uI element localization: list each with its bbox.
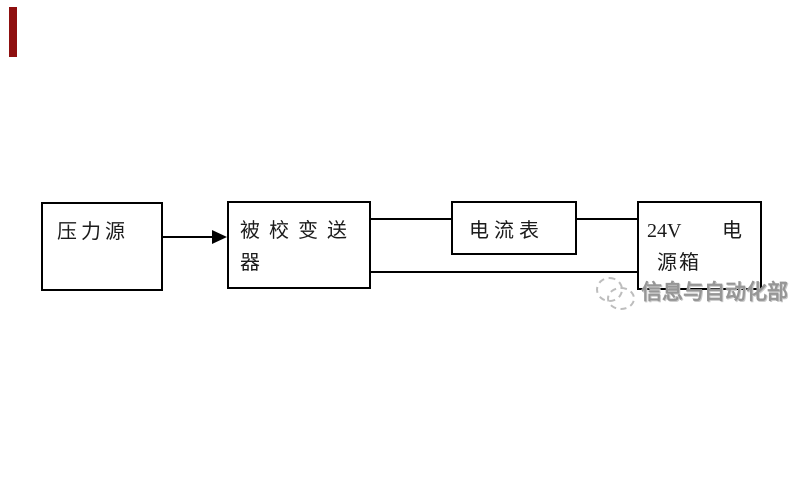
watermark: 信息与自动化部 xyxy=(593,274,793,316)
node-power-box-label-line2: 源箱 xyxy=(657,252,701,274)
node-pressure-source: 压力源 xyxy=(41,202,163,291)
node-power-box: 24V 电 源箱 xyxy=(637,201,762,290)
watermark-logo-icon xyxy=(607,287,635,310)
node-pressure-source-label: 压力源 xyxy=(57,221,129,243)
node-transmitter-label-line2: 器 xyxy=(240,252,262,274)
node-ammeter: 电流表 xyxy=(451,201,577,255)
connector-ammeter-to-power-box xyxy=(576,218,638,220)
watermark-text: 信息与自动化部 xyxy=(641,280,788,304)
node-power-box-voltage: 24V xyxy=(647,220,682,242)
arrowhead-icon xyxy=(212,230,227,244)
connector-transmitter-to-power-box xyxy=(370,271,638,273)
connector-pressure-to-transmitter xyxy=(163,236,213,238)
red-accent-bar xyxy=(9,7,17,57)
node-power-box-label-line1: 24V 电 xyxy=(647,215,742,247)
node-power-box-label-char: 电 xyxy=(722,220,742,242)
node-transmitter-label-line1: 被 校 变 送 xyxy=(240,220,349,242)
node-transmitter: 被 校 变 送 器 xyxy=(227,201,371,289)
node-ammeter-label: 电流表 xyxy=(469,220,544,242)
connector-transmitter-to-ammeter xyxy=(370,218,452,220)
